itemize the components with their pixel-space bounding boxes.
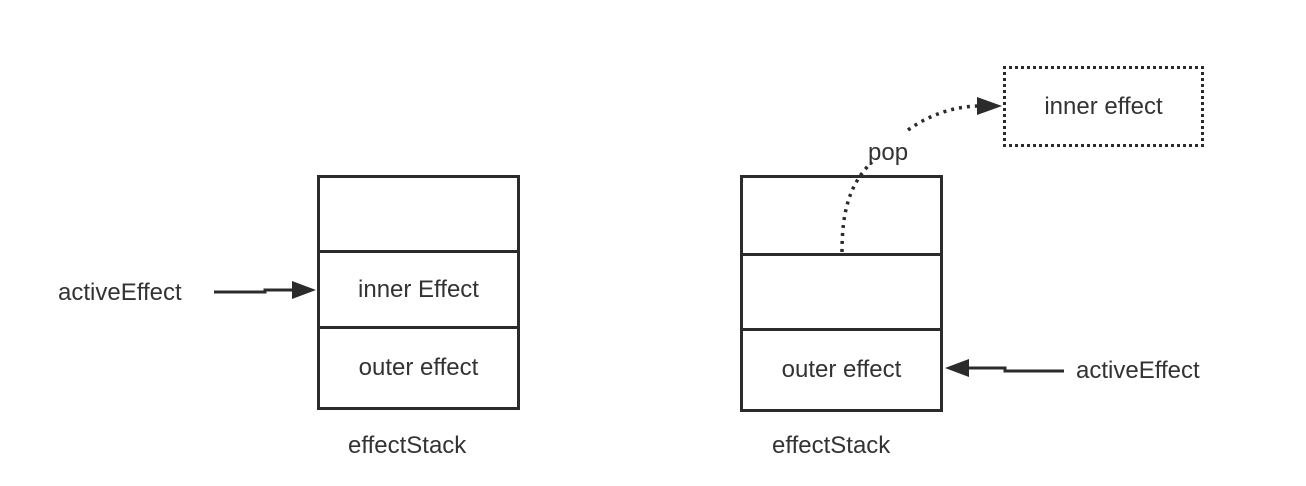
left-stack-cell-inner: inner Effect — [317, 250, 520, 329]
right-arrowhead — [945, 359, 969, 377]
right-stack-label: effectStack — [772, 432, 891, 459]
right-stack-cell-top — [740, 175, 943, 256]
pop-label: pop — [868, 139, 909, 166]
left-arrowhead — [292, 281, 316, 299]
left-active-effect-arrow — [214, 281, 316, 299]
left-stack-label: effectStack — [348, 432, 467, 459]
right-active-effect-label: activeEffect — [1076, 357, 1200, 384]
pop-arrowhead — [977, 97, 1002, 115]
right-stack-cell-outer: outer effect — [740, 328, 943, 412]
left-active-effect-label: activeEffect — [58, 279, 182, 306]
left-stack-cell-outer: outer effect — [317, 326, 520, 410]
popped-inner-effect-box: inner effect — [1003, 66, 1204, 147]
right-stack-cell-middle — [740, 253, 943, 331]
left-stack-cell-top — [317, 175, 520, 253]
right-active-effect-arrow — [945, 359, 1064, 377]
